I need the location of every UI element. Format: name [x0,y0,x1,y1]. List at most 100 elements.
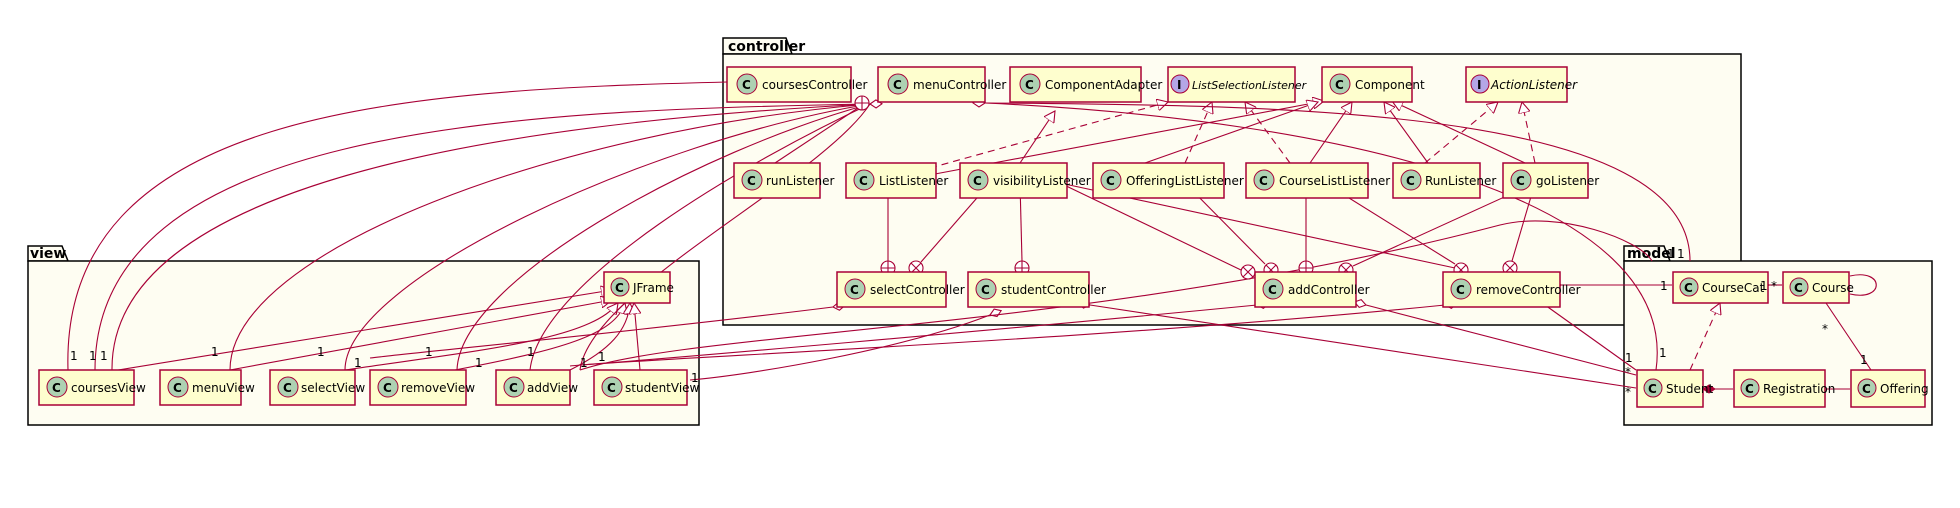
nest-marker [854,95,870,111]
class-name: visibilityListener [993,174,1091,188]
mult-label: 1 [89,349,97,363]
class-stereotype-icon [377,376,399,398]
class-menu-view[interactable]: C menuView [159,369,255,406]
class-name: coursesView [71,381,146,395]
class-jframe[interactable]: C JFrame [603,271,674,304]
class-name: JFrame [632,281,674,295]
class-remove-controller[interactable]: C removeController [1442,271,1581,308]
class-courses-controller[interactable]: C coursesController [726,66,867,103]
class-stereotype-letter: I [1477,78,1481,92]
edge-menucontroller-coursesview-2 [111,103,871,371]
edge-menucontroller-menuview [229,103,871,371]
class-student-controller[interactable]: C studentController [967,271,1106,308]
mult-label: 1 [1625,351,1633,365]
class-course-list-listener[interactable]: C CourseListListener [1245,162,1390,199]
class-stereotype-letter: C [173,381,182,395]
class-name: menuView [192,381,255,395]
edge-menucontroller-studentview [579,103,871,371]
class-stereotype-icon [1019,73,1041,95]
class-offering-list-listener[interactable]: C OfferingListListener [1092,162,1244,199]
class-stereotype-icon [601,376,623,398]
class-stereotype-letter: I [1177,78,1181,92]
class-stereotype-icon [167,376,189,398]
class-name: goListener [1536,174,1599,188]
mult-label: 1 [425,345,433,359]
class-stereotype-icon [741,169,763,191]
class-stereotype-letter: C [383,381,392,395]
class-stereotype-letter: C [1745,382,1754,396]
class-stereotype-letter: C [52,381,61,395]
mult-label: 1 [598,350,606,364]
mult-label: 1 [1677,247,1685,261]
class-name: studentController [1001,283,1106,297]
mult-label: * [1771,279,1777,293]
edge-offeringlistlistener-component [1144,102,1318,164]
edge-coursesview-jframe [117,290,612,371]
class-remove-view[interactable]: C removeView [369,369,475,406]
edge-menucontroller-coursecat [972,98,1691,262]
edge-visibilitylistener-componentadapter [1019,111,1055,164]
class-name: menuController [913,78,1006,92]
class-menu-controller[interactable]: C menuController [877,66,1006,103]
class-name: addView [527,381,578,395]
class-stereotype-icon [1450,278,1472,300]
class-stereotype-letter: C [1259,174,1268,188]
class-stereotype-icon [46,376,68,398]
edge-coursescontroller-coursesview [67,77,740,371]
class-visibility-listener[interactable]: C visibilityListener [959,162,1091,199]
class-offering[interactable]: C Offering [1850,369,1929,408]
edge-removecontroller-student [1534,297,1637,371]
class-component[interactable]: C Component [1321,66,1425,103]
edge-menucontroller-coursesview [94,99,883,371]
class-select-view[interactable]: C selectView [269,369,365,406]
class-name: addController [1288,283,1370,297]
class-student[interactable]: C Student [1636,369,1714,408]
class-stereotype-letter: C [859,174,868,188]
class-name: RunListener [1425,174,1496,188]
class-run-listener-lower[interactable]: C runListener [733,162,834,199]
class-stereotype-icon [277,376,299,398]
class-stereotype-letter: C [283,381,292,395]
class-name: removeController [1476,283,1581,297]
class-stereotype-icon [1400,169,1422,191]
class-stereotype-icon [1329,73,1351,95]
class-stereotype-letter: C [893,78,902,92]
class-stereotype-letter: C [1516,174,1525,188]
class-courses-view[interactable]: C coursesView [38,369,146,406]
class-stereotype-letter: C [850,283,859,297]
class-student-view[interactable]: C studentView [593,369,700,406]
edge-selectview-jframe [344,303,618,371]
edge-runlistener-component [1384,102,1429,164]
class-add-controller[interactable]: C addController [1254,271,1370,308]
class-go-listener[interactable]: C goListener [1502,162,1599,199]
class-select-controller[interactable]: C selectController [836,271,965,308]
mult-label: 1 [1760,279,1768,293]
class-stereotype-letter: C [1335,78,1344,92]
interface-stereotype-icon [1470,74,1490,94]
class-list-listener[interactable]: C ListListener [845,162,948,199]
edge-studentcontroller-studentview [689,308,1003,381]
class-component-adapter[interactable]: C ComponentAdapter [1009,66,1162,103]
mult-label: 1 [1860,353,1868,367]
class-add-view[interactable]: C addView [495,369,578,406]
class-stereotype-icon [610,277,630,297]
class-stereotype-letter: C [973,174,982,188]
classes-layer: C coursesController C menuController C C… [38,66,1929,408]
class-registration[interactable]: C Registration [1733,369,1835,408]
edge-golistener-component [1392,101,1526,164]
class-stereotype-icon [1262,278,1284,300]
class-name: ListListener [879,174,948,188]
mult-label: * [1625,365,1631,379]
class-run-listener-upper[interactable]: C RunListener [1392,162,1496,199]
class-name: runListener [766,174,834,188]
class-stereotype-letter: C [615,281,624,295]
class-action-listener[interactable]: I ActionListener [1465,66,1578,103]
mult-label: 1 [70,349,78,363]
class-course-cat[interactable]: C CourseCat [1672,271,1769,304]
class-stereotype-letter: C [1268,283,1277,297]
class-list-selection-listener[interactable]: I ListSelectionListener [1167,66,1308,103]
class-course[interactable]: C Course [1782,271,1854,304]
edge-menuview-jframe [229,300,612,371]
class-name: Component [1355,78,1425,92]
class-stereotype-icon [1510,169,1532,191]
